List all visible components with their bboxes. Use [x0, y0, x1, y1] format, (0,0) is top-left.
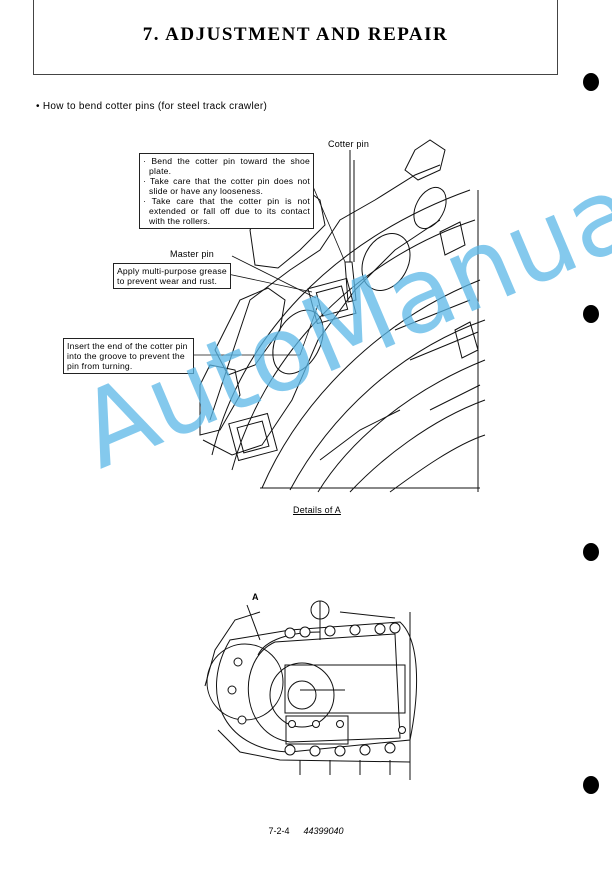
page-title: 7. ADJUSTMENT AND REPAIR: [142, 24, 449, 45]
header-box: 7. ADJUSTMENT AND REPAIR: [33, 0, 558, 75]
master-pin-label: Master pin: [170, 249, 215, 259]
details-caption: Details of A: [293, 505, 341, 515]
insert-callout: Insert the end of the cotter pin into th…: [63, 338, 194, 374]
page-number: 7-2-4: [268, 826, 290, 836]
detail-marker-a: A: [252, 592, 259, 602]
bend-instruction-2: · Take care that the cotter pin does not…: [143, 176, 310, 196]
page-footer: 7-2-4 44399040: [0, 826, 612, 836]
binder-hole: [583, 776, 599, 794]
binder-hole: [583, 543, 599, 561]
grease-callout: Apply multi-purpose grease to prevent we…: [113, 263, 231, 289]
bend-instruction-3: · Take care that the cotter pin is not e…: [143, 196, 310, 226]
binder-hole: [583, 305, 599, 323]
intro-text: • How to bend cotter pins (for steel tra…: [36, 101, 268, 112]
bend-instruction-1: · Bend the cotter pin toward the shoe pl…: [143, 156, 310, 176]
crawler-overview-illustration: [204, 600, 418, 780]
cotter-pin-label: Cotter pin: [328, 139, 370, 149]
document-code: 44399040: [303, 826, 344, 836]
binder-hole: [583, 73, 599, 91]
track-detail-illustration: [199, 139, 486, 493]
bend-instructions-callout: · Bend the cotter pin toward the shoe pl…: [139, 153, 314, 229]
